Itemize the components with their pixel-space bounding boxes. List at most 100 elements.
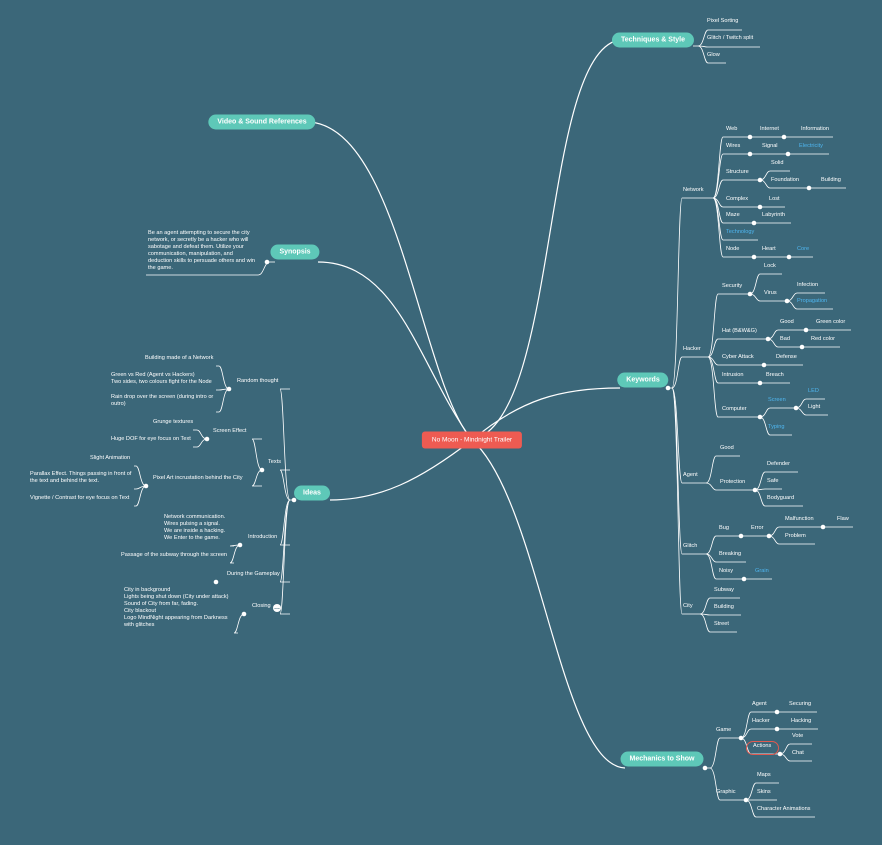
node-city[interactable]: City <box>683 603 693 609</box>
node-breaking[interactable]: Breaking <box>719 551 742 557</box>
node-network[interactable]: Network <box>683 187 704 193</box>
node-flaw[interactable]: Flaw <box>837 516 849 522</box>
node-bug[interactable]: Bug <box>719 525 729 531</box>
node-red-color[interactable]: Red color <box>811 336 835 342</box>
node-hacker[interactable]: Hacker <box>683 346 701 352</box>
node-green-vs-red[interactable]: Green vs Red (Agent vs Hackers) Two side… <box>111 372 212 385</box>
node-led[interactable]: LED <box>808 388 819 394</box>
node-noisy[interactable]: Noisy <box>719 568 733 574</box>
notes-marker-icon[interactable]: … <box>273 604 281 612</box>
node-propagation[interactable]: Propagation <box>797 298 828 304</box>
node-vote[interactable]: Vote <box>792 733 804 739</box>
collapse-dot-icon[interactable] <box>820 524 826 530</box>
collapse-dot-icon[interactable] <box>751 254 757 260</box>
node-information[interactable]: Information <box>801 126 829 132</box>
collapse-dot-icon[interactable] <box>803 327 809 333</box>
node-building-made-of-network[interactable]: Building made of a Network <box>145 355 214 361</box>
node-solid[interactable]: Solid <box>771 160 784 166</box>
node-subway-passage[interactable]: Passage of the subway through the screen <box>121 552 228 558</box>
collapse-dot-icon[interactable] <box>757 204 763 210</box>
node-technology[interactable]: Technology <box>726 229 755 235</box>
node-agent-good[interactable]: Good <box>720 445 734 451</box>
node-wires[interactable]: Wires <box>726 143 741 149</box>
node-securing[interactable]: Securing <box>789 701 812 707</box>
collapse-dot-icon[interactable] <box>213 579 219 585</box>
node-game[interactable]: Game <box>716 727 732 733</box>
node-security[interactable]: Security <box>722 283 743 289</box>
node-pixel-sorting[interactable]: Pixel Sorting <box>707 18 739 24</box>
collapse-dot-icon[interactable] <box>806 185 812 191</box>
node-lock[interactable]: Lock <box>764 263 776 269</box>
collapse-dot-icon[interactable] <box>747 134 753 140</box>
node-agent[interactable]: Agent <box>683 472 698 478</box>
node-heart[interactable]: Heart <box>762 246 776 252</box>
node-hat-good[interactable]: Good <box>780 319 794 325</box>
node-slight-animation[interactable]: Slight Animation <box>90 455 131 461</box>
node-safe[interactable]: Safe <box>767 478 779 484</box>
node-green-color[interactable]: Green color <box>816 319 846 325</box>
node-mech-agent[interactable]: Agent <box>752 701 767 707</box>
collapse-dot-icon[interactable] <box>291 497 297 503</box>
node-defender[interactable]: Defender <box>767 461 791 467</box>
collapse-dot-icon[interactable] <box>785 151 791 157</box>
node-graphic[interactable]: Graphic <box>716 789 736 795</box>
node-street[interactable]: Street <box>714 621 729 627</box>
node-hat[interactable]: Hat (B&W&G) <box>722 328 757 334</box>
node-intrusion[interactable]: Intrusion <box>722 372 744 378</box>
node-synopsis-text[interactable]: Be an agent attempting to secure the cit… <box>148 230 255 271</box>
node-closing-text[interactable]: City in background Lights being shut dow… <box>124 587 229 628</box>
node-character-animations[interactable]: Character Animations <box>757 806 811 812</box>
collapse-dot-icon[interactable] <box>665 385 671 391</box>
node-light[interactable]: Light <box>808 404 821 410</box>
collapse-dot-icon[interactable] <box>761 362 767 368</box>
node-skins[interactable]: Skins <box>757 789 771 795</box>
node-mech-hacker[interactable]: Hacker <box>752 718 770 724</box>
node-defense[interactable]: Defense <box>776 354 797 360</box>
node-internet[interactable]: Internet <box>760 126 779 132</box>
node-problem[interactable]: Problem <box>785 533 806 539</box>
node-labyrinth[interactable]: Labyrinth <box>762 212 786 218</box>
topic-video-sound-references[interactable]: Video & Sound References <box>208 114 316 130</box>
node-intro-text[interactable]: Network communication. Wires pulsing a s… <box>164 514 226 541</box>
node-computer[interactable]: Computer <box>722 406 747 412</box>
node-vignette-contrast[interactable]: Vignette / Contrast for eye focus on Tex… <box>30 495 130 501</box>
node-parallax-effect[interactable]: Parallax Effect. Things passing in front… <box>30 471 132 484</box>
collapse-dot-icon[interactable] <box>264 259 270 265</box>
topic-synopsis[interactable]: Synopsis <box>270 244 320 260</box>
collapse-dot-icon[interactable] <box>774 709 780 715</box>
node-glow[interactable]: Glow <box>707 52 720 58</box>
node-virus[interactable]: Virus <box>764 290 777 296</box>
node-signal[interactable]: Signal <box>762 143 778 149</box>
node-protection[interactable]: Protection <box>720 479 746 485</box>
node-hacking[interactable]: Hacking <box>791 718 812 724</box>
node-hat-bad[interactable]: Bad <box>780 336 790 342</box>
node-typing[interactable]: Typing <box>768 424 785 430</box>
node-actions[interactable]: Actions <box>753 743 772 749</box>
node-structure[interactable]: Structure <box>726 169 749 175</box>
collapse-dot-icon[interactable] <box>747 151 753 157</box>
collapse-dot-icon[interactable] <box>751 220 757 226</box>
topic-keywords[interactable]: Keywords <box>617 372 669 388</box>
node-pixel-art-incrustation[interactable]: Pixel Art incrustation behind the City <box>153 475 243 481</box>
node-breach[interactable]: Breach <box>766 372 784 378</box>
node-infection[interactable]: Infection <box>797 282 819 288</box>
node-glitch-twitch-split[interactable]: Glitch / Twitch split <box>707 35 754 41</box>
node-closing[interactable]: Closing <box>252 603 271 609</box>
collapse-dot-icon[interactable] <box>781 134 787 140</box>
node-grain[interactable]: Grain <box>755 568 769 574</box>
topic-ideas[interactable]: Ideas <box>294 485 330 501</box>
node-error[interactable]: Error <box>751 525 764 531</box>
node-web[interactable]: Web <box>726 126 738 132</box>
node-foundation[interactable]: Foundation <box>771 177 799 183</box>
topic-techniques-style[interactable]: Techniques & Style <box>611 32 695 48</box>
node-node[interactable]: Node <box>726 246 740 252</box>
node-subway[interactable]: Subway <box>714 587 734 593</box>
topic-mechanics-to-show[interactable]: Mechanics to Show <box>620 751 704 767</box>
node-screen[interactable]: Screen <box>768 397 786 403</box>
node-during-gameplay[interactable]: During the Gameplay <box>227 571 280 577</box>
node-bodyguard[interactable]: Bodyguard <box>767 495 795 501</box>
collapse-dot-icon[interactable] <box>757 380 763 386</box>
node-grunge-textures[interactable]: Grunge textures <box>153 419 194 425</box>
collapse-dot-icon[interactable] <box>738 533 744 539</box>
node-glitch[interactable]: Glitch <box>683 543 698 549</box>
